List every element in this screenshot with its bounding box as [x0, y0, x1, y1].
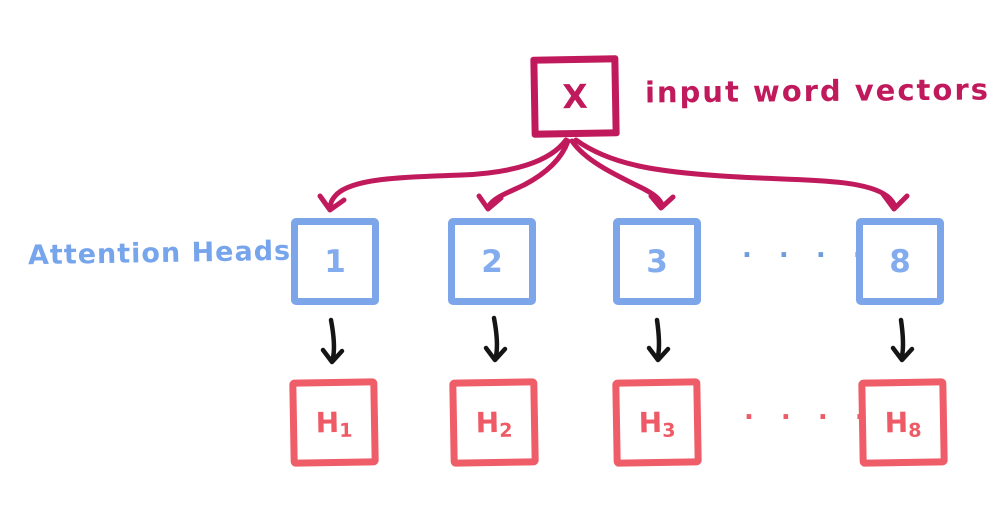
output-node-h1: H1: [289, 378, 379, 467]
input-node: X: [530, 55, 620, 138]
input-node-label: X: [561, 76, 589, 117]
attention-head-1-label: 1: [324, 243, 346, 280]
attention-row-ellipsis: . . . .: [742, 234, 872, 264]
down-arrow-head-2: [483, 315, 508, 363]
attention-head-3: 3: [613, 218, 701, 305]
output-node-h1-label: H1: [315, 405, 353, 442]
fanout-arrow-to-head-1: [317, 137, 569, 213]
attention-head-8-label: 8: [889, 243, 911, 280]
down-arrow-head-1: [320, 317, 345, 365]
attention-head-2-label: 2: [481, 243, 503, 280]
attention-heads-row-label: Attention Heads: [27, 235, 292, 272]
down-arrow-head-8: [890, 317, 915, 363]
attention-head-1: 1: [291, 218, 379, 305]
fanout-arrow-to-head-8: [573, 137, 910, 212]
output-node-h2: H2: [449, 378, 539, 467]
attention-head-8: 8: [856, 218, 944, 305]
output-node-h3: H3: [612, 378, 702, 467]
output-node-h2-label: H2: [475, 405, 513, 442]
output-node-h3-label: H3: [638, 405, 676, 442]
output-node-h8: H8: [858, 378, 948, 467]
input-annotation: input word vectors: [644, 72, 991, 110]
fanout-arrow-to-head-2: [476, 138, 571, 212]
down-arrow-head-3: [646, 317, 671, 363]
attention-head-2: 2: [448, 218, 536, 305]
fanout-arrow-to-head-3: [569, 138, 676, 211]
output-row-ellipsis: . . . .: [744, 396, 874, 426]
output-node-h8-label: H8: [884, 405, 922, 442]
attention-head-3-label: 3: [646, 243, 668, 280]
